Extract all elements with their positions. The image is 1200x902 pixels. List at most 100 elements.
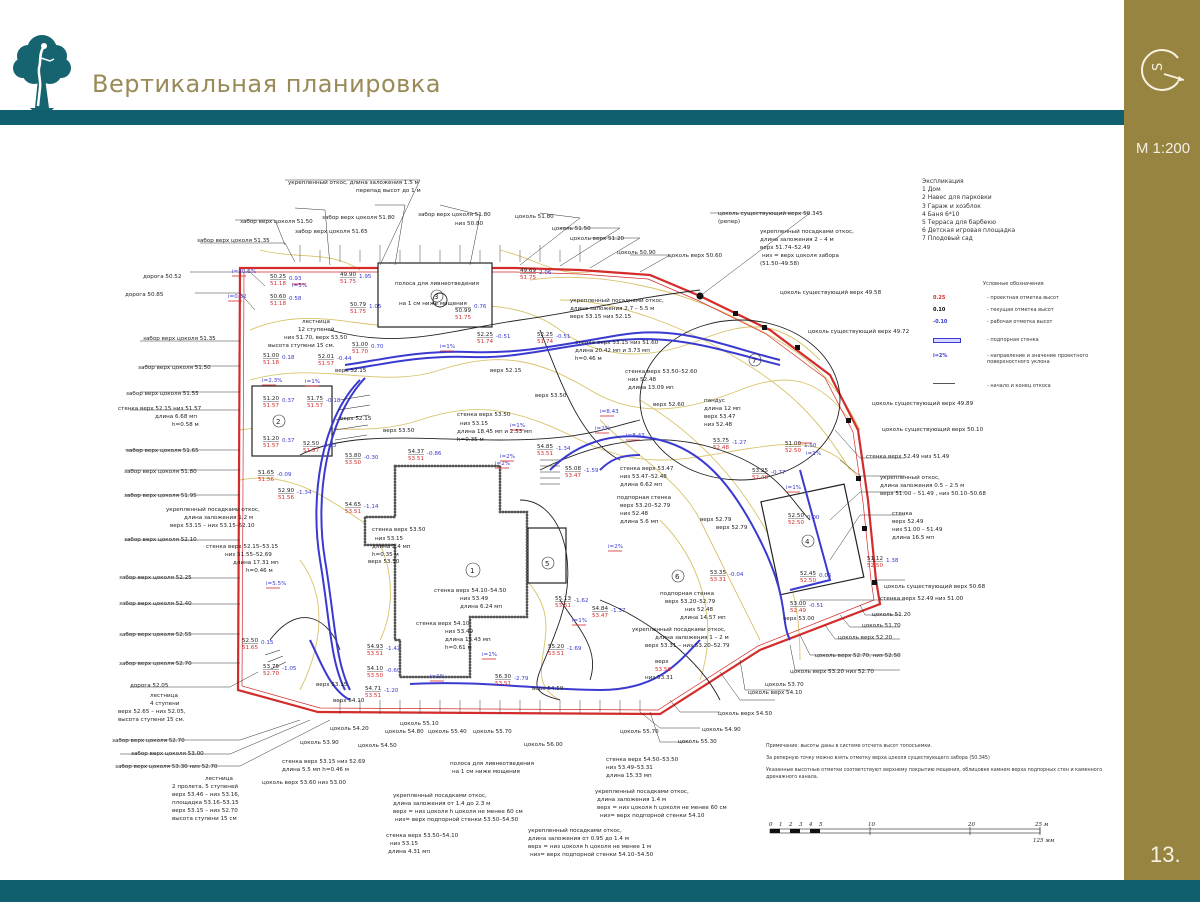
explication-item: 7 Плодовый сад: [922, 235, 973, 243]
callout: низ = верх цоколя забора: [762, 253, 839, 259]
callout: дорога 52.05: [130, 683, 169, 689]
callout: h=0.58 м: [172, 422, 199, 428]
callout: низ 53.47–52.48: [620, 474, 667, 480]
callout: длина 6.62 мп: [620, 482, 662, 488]
existing-elevation: 51.00: [352, 342, 368, 348]
design-elevation: 51.56: [258, 477, 274, 483]
callout: полоса для ливнеотведения: [450, 761, 534, 767]
callout: забор верх цоколя 51.80: [124, 469, 197, 475]
feature-label: верх 53.15: [316, 682, 348, 688]
feature-label: верх 52.15: [335, 368, 367, 374]
callout: стенка верх 52.49 низ 51.00: [880, 596, 964, 602]
callout: цоколь существующий верх 49.72: [808, 328, 909, 335]
existing-elevation: 54.65: [345, 502, 361, 508]
leader-lines: [120, 179, 905, 767]
existing-elevation: 54.71: [365, 686, 381, 692]
work-elevation: 1.38: [886, 558, 899, 564]
site-plan-drawing: 1 2 3 4 5 6 7 дорога 50.52 дорога 50.85 …: [112, 179, 986, 858]
callouts-top: укрепленный откос, длина заложения 1.5 м…: [268, 179, 909, 349]
callout: цоколь 54.20: [330, 726, 369, 732]
slope-marker: i=1%: [305, 379, 320, 385]
note: За реперную точку можно взять отметку ве…: [766, 756, 990, 761]
slope-marker: i=5.5%: [266, 581, 286, 587]
callout: верх = низ цоколя h цоколя не менее 60 с…: [393, 809, 523, 815]
callout: низ= верх подпорной стенки 53.50–54.50: [395, 816, 519, 823]
building-number: 2: [276, 418, 280, 426]
callout: забор верх цоколя 51.95: [124, 493, 197, 499]
callout: цоколь верх 52.70, низ 52.50: [815, 653, 901, 659]
existing-elevation: 53.80: [345, 453, 361, 459]
existing-elevation: 54.84: [592, 606, 608, 612]
callout: длина заложения 1 – 2 м: [655, 635, 729, 641]
callout: низ 52.48: [628, 377, 657, 383]
callout: верх 53.46 – низ 53.16,: [172, 792, 240, 798]
callout: длина 5.6 мп: [620, 519, 659, 525]
design-elevation: 53.51: [345, 509, 361, 515]
design-elevation: 53.50: [345, 460, 361, 466]
design-elevation: 51.75: [340, 279, 356, 285]
work-elevation: -0.51: [809, 603, 824, 609]
callout: (51.50–49.58): [760, 261, 799, 267]
callout: забор верх цоколя 51.80: [322, 215, 395, 221]
callout: забор верх цоколя 51.55: [126, 391, 199, 397]
work-elevation: -0.86: [427, 451, 442, 457]
slope-marker: i=5%: [292, 283, 307, 289]
callout: стенка верх 53.50: [457, 412, 511, 418]
callout: стенка верх 54.50–53.50: [606, 757, 679, 763]
paths: [269, 289, 841, 701]
feature-label: верх 53.00: [783, 616, 815, 622]
existing-elevation: 51.12: [867, 556, 883, 562]
buildings: [251, 262, 865, 678]
feature-label: верх 54.50: [532, 686, 564, 692]
callout: цоколь 54.80: [385, 729, 424, 735]
slope-marker: i=1%: [482, 652, 497, 658]
callout: забор верх цоколя 52.55: [119, 632, 192, 638]
conventions-legend: Условные обозначения 0.25 - проектная от…: [933, 281, 1089, 389]
explication-item: 4 Баня 6*10: [922, 210, 960, 218]
bbq-terrace-5: [527, 527, 567, 584]
design-elevation: 51.57: [263, 403, 279, 409]
existing-elevation: 50.25: [270, 274, 286, 280]
notes-block: Примечание: высоты даны в системе отсчет…: [766, 743, 1116, 786]
callout: цоколь 55.70: [620, 729, 659, 735]
callout: низ 52.48: [704, 422, 733, 428]
callout: стенка верх 52.15 низ 51.57: [118, 406, 202, 412]
work-elevation: -0.51: [556, 334, 571, 340]
design-elevation: 52.50: [785, 448, 801, 454]
existing-elevation: 52.25: [537, 332, 553, 338]
retaining-walls: [309, 331, 832, 701]
callout: h=0.61 м: [445, 645, 472, 651]
callout: длина 16.5 мп: [892, 535, 934, 541]
building-number: 6: [675, 573, 680, 581]
slope-markers: i=20.6%i=0.32i=5%i=2.3%i=1%i=1%i=2%i=8.4…: [228, 269, 821, 682]
existing-elevation: 52.01: [318, 354, 334, 360]
callout: 53.50: [655, 667, 671, 673]
callout: длина 20.42 мп и 3.73 мп: [575, 348, 650, 354]
explication-item: 6 Детская игровая площадка: [922, 227, 1016, 235]
work-elevation: -2.79: [514, 676, 529, 682]
callout: верх 53.15 – низ 53.15–52.10: [170, 523, 255, 529]
callout: длина 6.68 мп: [155, 414, 197, 420]
work-elevation: -1.05: [282, 666, 297, 672]
callout: цоколь 51.80: [515, 214, 554, 220]
callout: верх 53.47: [704, 414, 736, 420]
callout: на 1 см ниже мощения: [452, 769, 520, 775]
callout: 12 ступеней: [298, 326, 335, 333]
callout: низ 53.15: [390, 841, 418, 847]
existing-elevation: 51.75: [307, 396, 323, 402]
callouts-right: цоколь существующий верх 49.89 цоколь су…: [678, 400, 986, 745]
callout: стенка: [892, 511, 912, 517]
callout: на 1 см ниже мощения: [399, 301, 467, 307]
callout: забор верх цоколя 52.70: [112, 738, 185, 744]
callout: h=0.35 м: [372, 552, 399, 558]
work-elevation: 0.37: [282, 438, 295, 444]
callout: цоколь 51.20: [872, 612, 911, 618]
sauna-4: [760, 483, 865, 596]
callout: h=0.46 м: [575, 356, 602, 362]
